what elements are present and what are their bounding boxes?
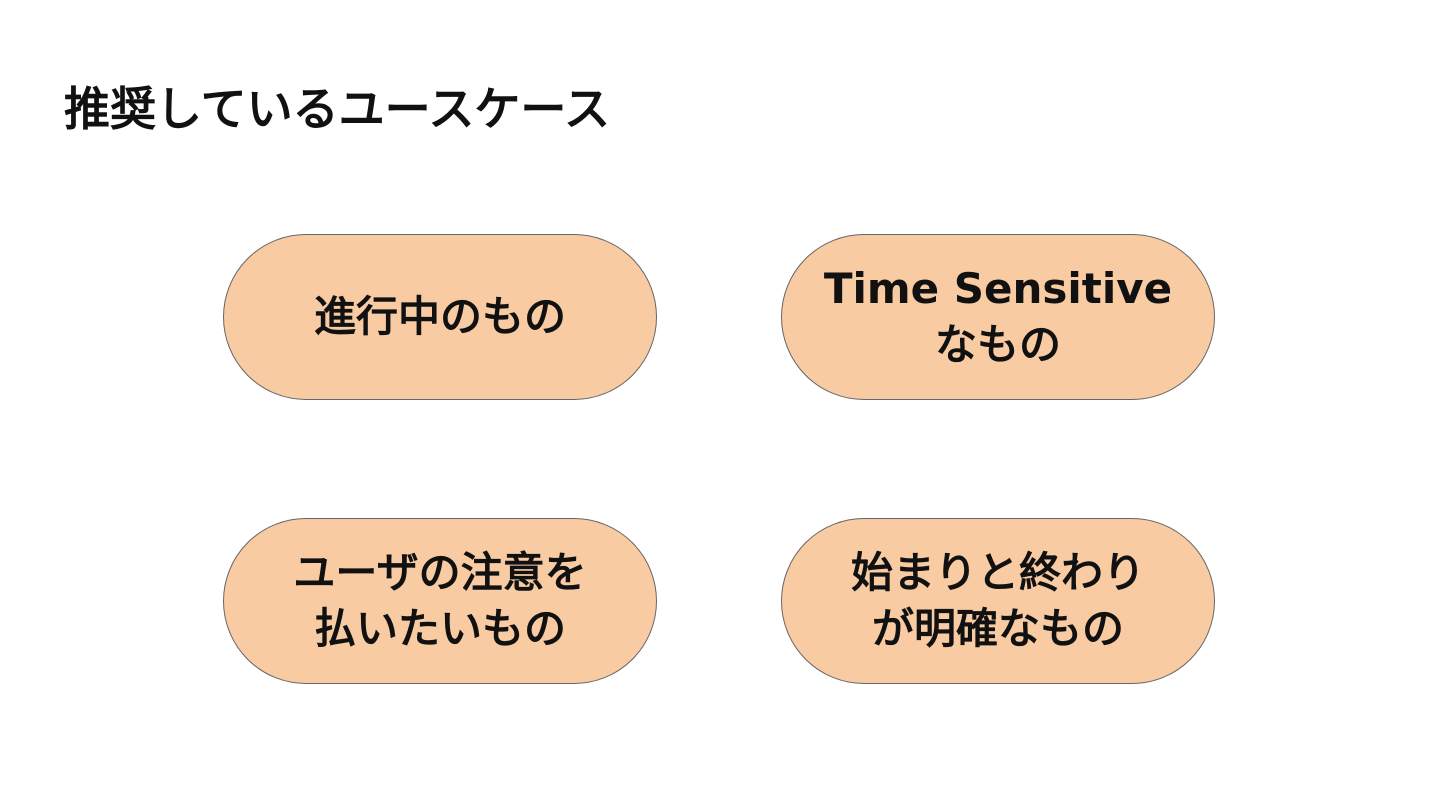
card-label-line: なもの <box>934 320 1061 369</box>
card-label-line: ユーザの注意を <box>293 548 587 597</box>
card-label-line: Time Sensitive <box>823 264 1173 313</box>
card-label-line: が明確なもの <box>871 604 1124 653</box>
card-label-line: 始まりと終わり <box>850 548 1145 597</box>
use-case-card-in-progress: 進行中のもの <box>223 234 657 400</box>
card-label-line: 払いたいもの <box>313 604 566 653</box>
slide-title: 推奨しているユースケース <box>64 82 611 136</box>
card-label-line: 進行中のもの <box>313 292 566 341</box>
use-case-card-user-attention: ユーザの注意を 払いたいもの <box>223 518 657 684</box>
use-case-card-clear-start-end: 始まりと終わり が明確なもの <box>781 518 1215 684</box>
use-case-card-time-sensitive: Time Sensitive なもの <box>781 234 1215 400</box>
